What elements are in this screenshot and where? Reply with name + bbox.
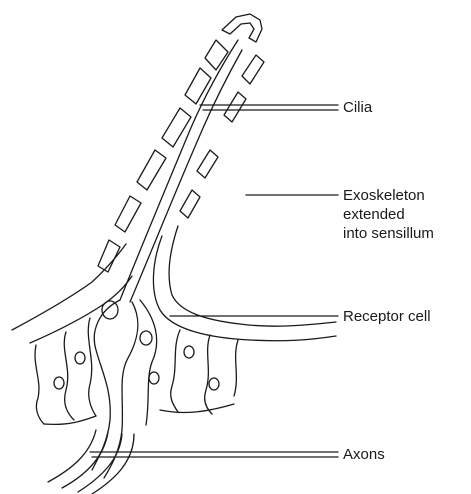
cuticle-left-lower	[30, 276, 132, 343]
cuticle-left-upper	[12, 244, 126, 330]
outer-wall-segments	[98, 14, 264, 272]
cilia	[120, 40, 242, 302]
body-cuticle	[12, 226, 336, 343]
axon-2	[62, 432, 108, 488]
cilia-leader	[200, 105, 338, 110]
label-cilia: Cilia	[343, 98, 372, 117]
axon-3	[78, 434, 122, 492]
label-receptor-cell: Receptor cell	[343, 307, 431, 326]
receptor-cell-left	[92, 300, 120, 470]
axons-leader	[90, 452, 338, 457]
axon-1	[48, 430, 96, 482]
axon-4	[92, 434, 134, 494]
cilium-1	[120, 40, 238, 300]
cuticle-right-upper	[169, 226, 336, 326]
label-exoskeleton-line1: Exoskeleton	[343, 186, 425, 205]
receptor-nucleus-1	[102, 301, 118, 319]
receptor-nucleus-2	[140, 331, 152, 345]
exoskeleton-wall	[72, 14, 264, 310]
label-exoskeleton-line3: into sensillum	[343, 224, 434, 243]
cilium-2	[130, 50, 242, 302]
label-axons: Axons	[343, 445, 385, 464]
label-exoskeleton-line2: extended	[343, 205, 405, 224]
axons	[48, 430, 134, 494]
